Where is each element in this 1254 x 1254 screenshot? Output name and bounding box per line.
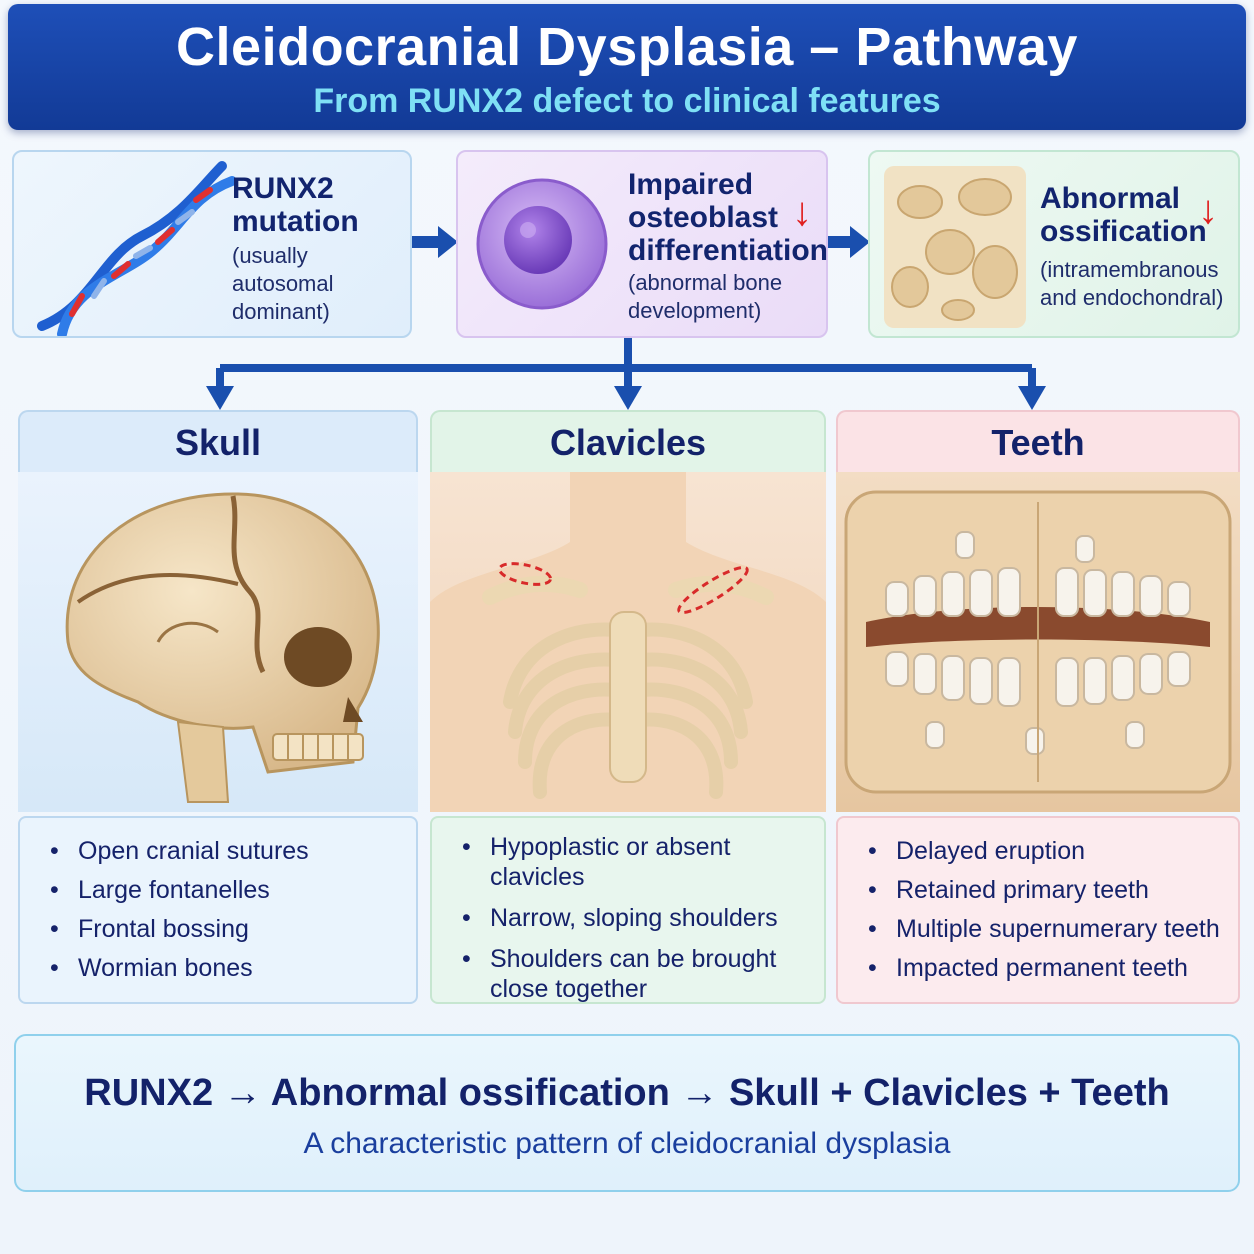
step3-sub-line1: (intramembranous [1040, 257, 1219, 282]
step2-sub-line1: (abnormal bone [628, 270, 783, 295]
skull-illustration [18, 472, 418, 812]
step1-title-line1: RUNX2 [232, 172, 334, 205]
list-item: Narrow, sloping shoulders [462, 903, 824, 933]
summary-box: RUNX2 → Abnormal ossification → Skull + … [14, 1034, 1240, 1192]
skull-heading: Skull [18, 410, 418, 472]
list-item: Hypoplastic or absent clavicles [462, 832, 824, 892]
right-arrow-icon [828, 226, 870, 258]
list-item: Frontal bossing [50, 910, 416, 949]
step2-title-line1: Impaired [628, 168, 754, 201]
step-abnormal-ossification: Abnormal ossification (intramembranous a… [868, 150, 1240, 338]
right-arrow-icon [412, 226, 458, 258]
step3-title-line1: Abnormal [1040, 182, 1181, 215]
decrease-arrow-icon: ↓ [1198, 188, 1218, 232]
trabecular-bone-icon [884, 166, 1026, 328]
page-title: Cleidocranial Dysplasia – Pathway [176, 17, 1078, 77]
clavicles-illustration [430, 472, 826, 812]
list-item: Wormian bones [50, 949, 416, 988]
list-item: Large fontanelles [50, 871, 416, 910]
header-banner: Cleidocranial Dysplasia – Pathway From R… [8, 4, 1246, 130]
teeth-features-list: Delayed eruption Retained primary teeth … [836, 816, 1240, 1004]
step3-title-line2: ossification [1040, 215, 1207, 248]
list-item: Retained primary teeth [868, 871, 1238, 910]
teeth-heading: Teeth [836, 410, 1240, 472]
list-item: Impacted permanent teeth [868, 949, 1238, 988]
step1-sub-line1: (usually autosomal [232, 243, 334, 296]
summary-sub: A characteristic pattern of cleidocrania… [303, 1127, 951, 1160]
step2-title-line3: differentiation [628, 234, 828, 267]
skull-features-list: Open cranial sutures Large fontanelles F… [18, 816, 418, 1004]
list-item: Open cranial sutures [50, 832, 416, 871]
clavicles-heading: Clavicles [430, 410, 826, 472]
list-item-line1: Shoulders can be brought [490, 945, 777, 973]
list-item-line2: close together [490, 975, 648, 1003]
clavicles-features-list: Hypoplastic or absent clavicles Narrow, … [430, 816, 826, 1004]
teeth-illustration [836, 472, 1240, 812]
step1-sub-line2: dominant) [232, 299, 330, 324]
chest-ribcage-icon [430, 472, 826, 812]
step2-sub-line2: development) [628, 298, 762, 323]
step2-title-line2: osteoblast [628, 201, 779, 234]
decrease-arrow-icon: ↓ [792, 190, 812, 234]
osteoblast-cell-icon [476, 178, 608, 310]
step3-sub-line2: and endochondral) [1040, 285, 1224, 310]
branch-connector [206, 338, 1046, 410]
dna-helix-icon [37, 161, 237, 336]
step1-title-line2: mutation [232, 205, 359, 238]
list-item: Delayed eruption [868, 832, 1238, 871]
summary-main: RUNX2 → Abnormal ossification → Skull + … [84, 1072, 1170, 1114]
skull-icon [65, 492, 380, 803]
list-item: Multiple supernumerary teeth [868, 910, 1238, 949]
step-osteoblast-differentiation: Impaired osteoblast differentiation (abn… [456, 150, 828, 338]
jaw-teeth-icon [844, 490, 1232, 794]
page-subtitle: From RUNX2 defect to clinical features [313, 82, 941, 120]
step-runx2-mutation: RUNX2 mutation (usually autosomal domina… [12, 150, 412, 338]
